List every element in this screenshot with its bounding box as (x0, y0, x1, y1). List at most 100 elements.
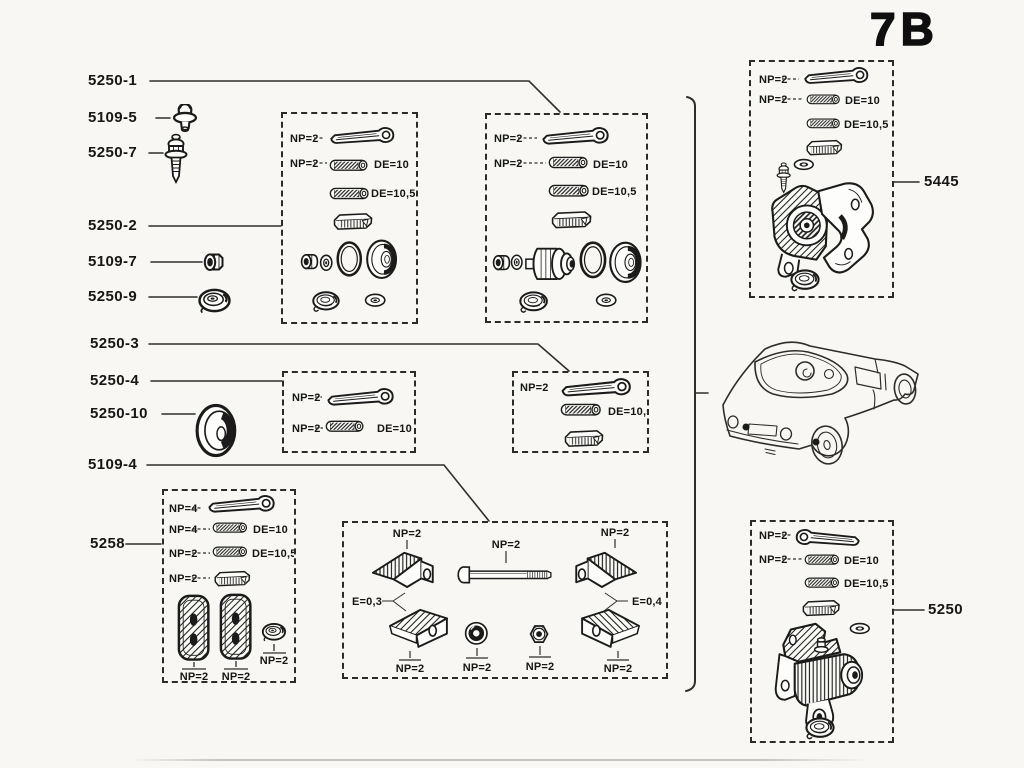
scan-artifact-line (130, 759, 870, 761)
nut-part (300, 254, 319, 270)
boot-part (806, 94, 840, 105)
kit-brackets-content: NP=2 NP=2 NP=2 E=0,3 E=0,4 (352, 527, 663, 675)
piston-part (524, 247, 576, 281)
washer-part (849, 622, 870, 635)
kit-upper-mid-content: NP=2 NP=2 DE=10 DE=10,5 (492, 127, 646, 314)
callout-5109-7: 5109-7 (88, 253, 138, 270)
seal-ring-part (336, 241, 363, 277)
boot-part (548, 156, 588, 169)
washer-part (793, 158, 814, 171)
piston-seal-part (610, 243, 640, 282)
brake-pad-part (177, 594, 210, 661)
kit-box-mid-right: NP=2 DE=10,5 (512, 371, 649, 453)
dust-cap-part (519, 291, 548, 314)
dust-cap-part (261, 622, 287, 642)
bushing-part (195, 403, 241, 458)
qty-label: NP=2 (396, 663, 425, 675)
callout-5250-9: 5250-9 (88, 288, 138, 305)
qty-label: NP=2 (222, 671, 251, 681)
dim-label: DE=10 (593, 159, 628, 171)
qty-label: NP=2 (759, 554, 788, 566)
spring-plate-part (806, 139, 843, 156)
callout-5109-5: 5109-5 (88, 109, 138, 126)
boot-part (804, 554, 839, 565)
callout-5250-1: 5250-1 (88, 72, 138, 89)
retainer-spring-part (804, 67, 869, 84)
kit-box-upper-mid: NP=2 NP=2 DE=10 DE=10,5 (485, 113, 648, 323)
qty-label: NP=2 (494, 133, 523, 145)
qty-label: NP=4 (169, 524, 198, 536)
spring-plate-part (802, 600, 840, 617)
dust-cap-part (198, 288, 231, 314)
retainer-spring-part (561, 378, 631, 397)
qty-label: NP=2 (494, 158, 523, 170)
kit-mid-right-content: NP=2 DE=10,5 (520, 378, 647, 447)
small-ring-part (595, 293, 617, 307)
dim-label: DE=10,5 (844, 119, 889, 131)
dim-label: DE=10 (253, 524, 288, 536)
boot-part (329, 159, 368, 171)
retainer-spring-part (330, 127, 395, 144)
dim-label: DE=10,5 (844, 578, 889, 590)
flanged-bolt-part (172, 104, 198, 133)
seal-ring-part (579, 241, 607, 279)
mounting-bracket-part (575, 551, 638, 588)
small-ring-part (364, 293, 386, 307)
hex-nut-part (203, 253, 224, 271)
wedge-bracket-part (388, 608, 448, 648)
bolt-part (457, 566, 552, 584)
boot-part (560, 403, 601, 416)
boot-part (212, 522, 247, 533)
callout-5109-4: 5109-4 (88, 456, 138, 473)
qty-label: NP=2 (180, 671, 209, 681)
boot-part (329, 187, 369, 200)
callout-5250-10: 5250-10 (90, 405, 148, 422)
retainer-spring-part (208, 495, 275, 513)
callout-5445: 5445 (924, 173, 959, 190)
brake-caliper-part (774, 622, 864, 730)
qty-label: NP=2 (520, 382, 549, 394)
callout-5250-3: 5250-3 (90, 335, 140, 352)
callout-5250-4: 5250-4 (90, 372, 140, 389)
qty-label: NP=2 (169, 548, 198, 560)
kit-caliper-5250-content: NP=2 NP=2 DE=10 DE=10,5 (759, 529, 889, 740)
mounting-bracket-part (371, 551, 434, 588)
kit-box-caliper-5250: NP=2 NP=2 DE=10 DE=10,5 (750, 520, 894, 743)
kit-upper-left-content: NP=2 NP=2 DE=10 DE=10,5 (290, 127, 416, 313)
qty-label: NP=2 (759, 74, 788, 86)
qty-label: NP=2 (463, 662, 492, 674)
group-bracket (685, 96, 696, 692)
kit-box-pads-5258: NP=4 NP=4 DE=10 NP=2 DE=10,5 NP=2 NP=2 N (162, 489, 296, 683)
qty-label: NP=2 (759, 530, 788, 542)
shim-label: E=0,4 (632, 596, 663, 608)
spring-plate-part (564, 430, 604, 447)
kit-box-caliper-5445: NP=2 NP=2 DE=10 DE=10,5 (749, 60, 894, 298)
kit-pads-5258-content: NP=4 NP=4 DE=10 NP=2 DE=10,5 NP=2 NP=2 N (169, 495, 294, 681)
qty-label: NP=2 (290, 158, 319, 170)
boot-part (325, 420, 364, 432)
callout-5250-7: 5250-7 (88, 144, 138, 161)
spacer-bushing-part (464, 621, 488, 645)
bleeder-screw-part (776, 162, 791, 194)
leader-5250-1 (149, 80, 561, 113)
qty-label: NP=2 (492, 539, 521, 551)
retainer-spring-part (795, 529, 860, 546)
dim-label: DE=10,5 (371, 188, 416, 200)
retainer-spring-part (327, 388, 394, 406)
qty-label: NP=2 (526, 661, 555, 673)
qty-label: NP=4 (169, 503, 198, 515)
boot-part (212, 546, 247, 557)
callout-5250: 5250 (928, 601, 963, 618)
spring-plate-part (214, 570, 251, 587)
bleeder-screw-part (164, 133, 188, 183)
callout-5250-2: 5250-2 (88, 217, 138, 234)
wedge-bracket-part (581, 608, 641, 648)
spring-plate-part (333, 213, 373, 230)
dim-label: DE=10 (844, 555, 879, 567)
boot-part (806, 118, 840, 129)
kit-mid-left-content: NP=2 NP=2 DE=10 (292, 388, 412, 435)
kit-box-brackets: NP=2 NP=2 NP=2 E=0,3 E=0,4 (342, 521, 668, 679)
callout-5258: 5258 (90, 535, 125, 552)
brake-pad-part (219, 593, 252, 660)
qty-label: NP=2 (290, 133, 319, 145)
